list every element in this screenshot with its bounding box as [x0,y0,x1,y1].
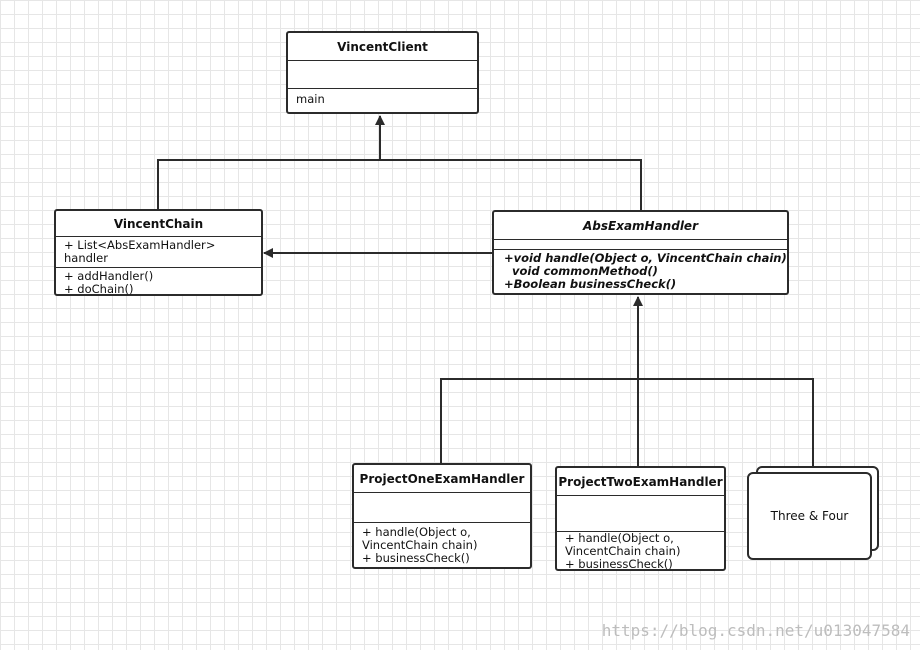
three-and-four-shape[interactable]: Three & Four [747,472,872,560]
class-project-one-exam-handler[interactable]: ProjectOneExamHandler + handle(Object o,… [352,463,532,569]
method-common: void commonMethod() [512,264,658,278]
method-business-check: +Boolean businessCheck() [504,277,677,291]
method-do-chain: + doChain() [64,282,134,296]
methods-section: + handle(Object o, VincentChain chain) +… [557,531,724,571]
attributes-section: + List<AbsExamHandler> handler [56,237,261,268]
edge-abs-to-client [380,159,642,210]
attributes-section [288,61,477,89]
method-handle: +void handle(Object o, VincentChain chai… [504,251,787,265]
class-name: VincentChain [56,211,261,237]
methods-section: main [288,89,477,113]
attributes-section [557,496,724,532]
class-name: AbsExamHandler [494,212,787,240]
class-vincent-client[interactable]: VincentClient main [286,31,479,114]
class-vincent-chain[interactable]: VincentChain + List<AbsExamHandler> hand… [54,209,263,296]
method-main: main [296,92,325,106]
method-add-handler: + addHandler() [64,269,154,283]
edge-chain-to-client [157,159,380,210]
class-name: ProjectTwoExamHandler [557,468,724,496]
methods-section: + handle(Object o, VincentChain chain) +… [354,523,530,568]
method-handle: + handle(Object o, [362,525,471,539]
method-business-check: + businessCheck() [362,551,470,565]
method-handle-cont: VincentChain chain) [565,544,681,558]
method-business-check: + businessCheck() [565,557,673,571]
attributes-section [494,240,787,250]
three-and-four-label: Three & Four [770,509,849,523]
class-abs-exam-handler[interactable]: AbsExamHandler +void handle(Object o, Vi… [492,210,789,295]
methods-section: +void handle(Object o, VincentChain chai… [494,250,787,294]
attribute-line: handler [64,251,108,265]
attributes-section [354,493,530,523]
class-name: VincentClient [288,33,477,61]
class-project-two-exam-handler[interactable]: ProjectTwoExamHandler + handle(Object o,… [555,466,726,571]
method-handle-cont: VincentChain chain) [362,538,478,552]
edge-note-to-abs [638,378,814,466]
class-name: ProjectOneExamHandler [354,465,530,493]
method-handle: + handle(Object o, [565,531,674,545]
edge-one-to-abs [440,378,638,463]
watermark-text: https://blog.csdn.net/u013047584 [601,621,910,640]
attribute-line: + List<AbsExamHandler> [64,238,216,252]
methods-section: + addHandler() + doChain() [56,268,261,296]
